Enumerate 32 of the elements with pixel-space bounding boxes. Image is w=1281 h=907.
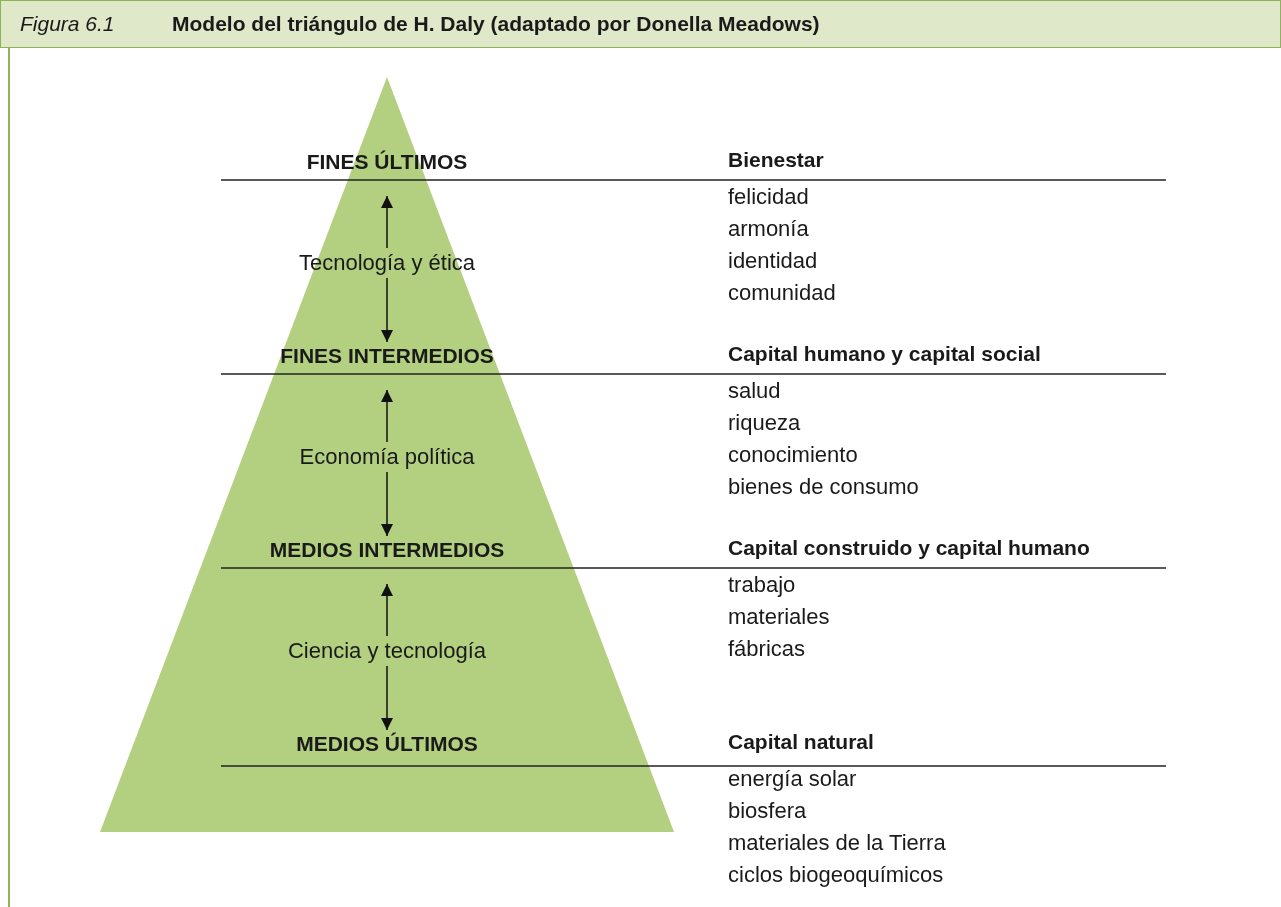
column-heading: Capital humano y capital social [728,342,1041,366]
arrow [381,277,393,343]
level-heading: MEDIOS INTERMEDIOS [265,536,509,584]
list-item: trabajo [728,572,796,598]
list-item: conocimiento [728,442,858,468]
column-heading: Capital natural [728,730,874,754]
process-label: Ciencia y tecnología [283,636,491,666]
list-item: salud [728,378,781,404]
list-item: energía solar [728,766,857,792]
figure-number: Figura 6.1 [20,12,115,36]
list-item: riqueza [728,410,801,436]
list-item: biosfera [728,798,807,824]
list-item: comunidad [728,280,836,306]
list-item: fábricas [728,636,806,662]
arrow [381,195,393,249]
figure-title: Modelo del triángulo de H. Daly (adaptado por Donella Meadows) [172,12,820,36]
level-heading: MEDIOS ÚLTIMOS [292,730,482,778]
list-item: materiales de la Tierra [728,830,946,856]
arrow [381,583,393,637]
level-heading: FINES INTERMEDIOS [276,342,498,390]
arrow [381,389,393,443]
list-item: identidad [728,248,818,274]
list-item: armonía [728,216,809,242]
arrow [381,471,393,537]
list-item: bienes de consumo [728,474,919,500]
column-heading: Capital construido y capital humano [728,536,1090,560]
list-item: materiales [728,604,830,630]
column-heading: Bienestar [728,148,824,172]
process-label: Economía política [295,442,479,472]
arrow [381,665,393,731]
list-item: felicidad [728,184,809,210]
list-item: ciclos biogeoquímicos [728,862,944,888]
